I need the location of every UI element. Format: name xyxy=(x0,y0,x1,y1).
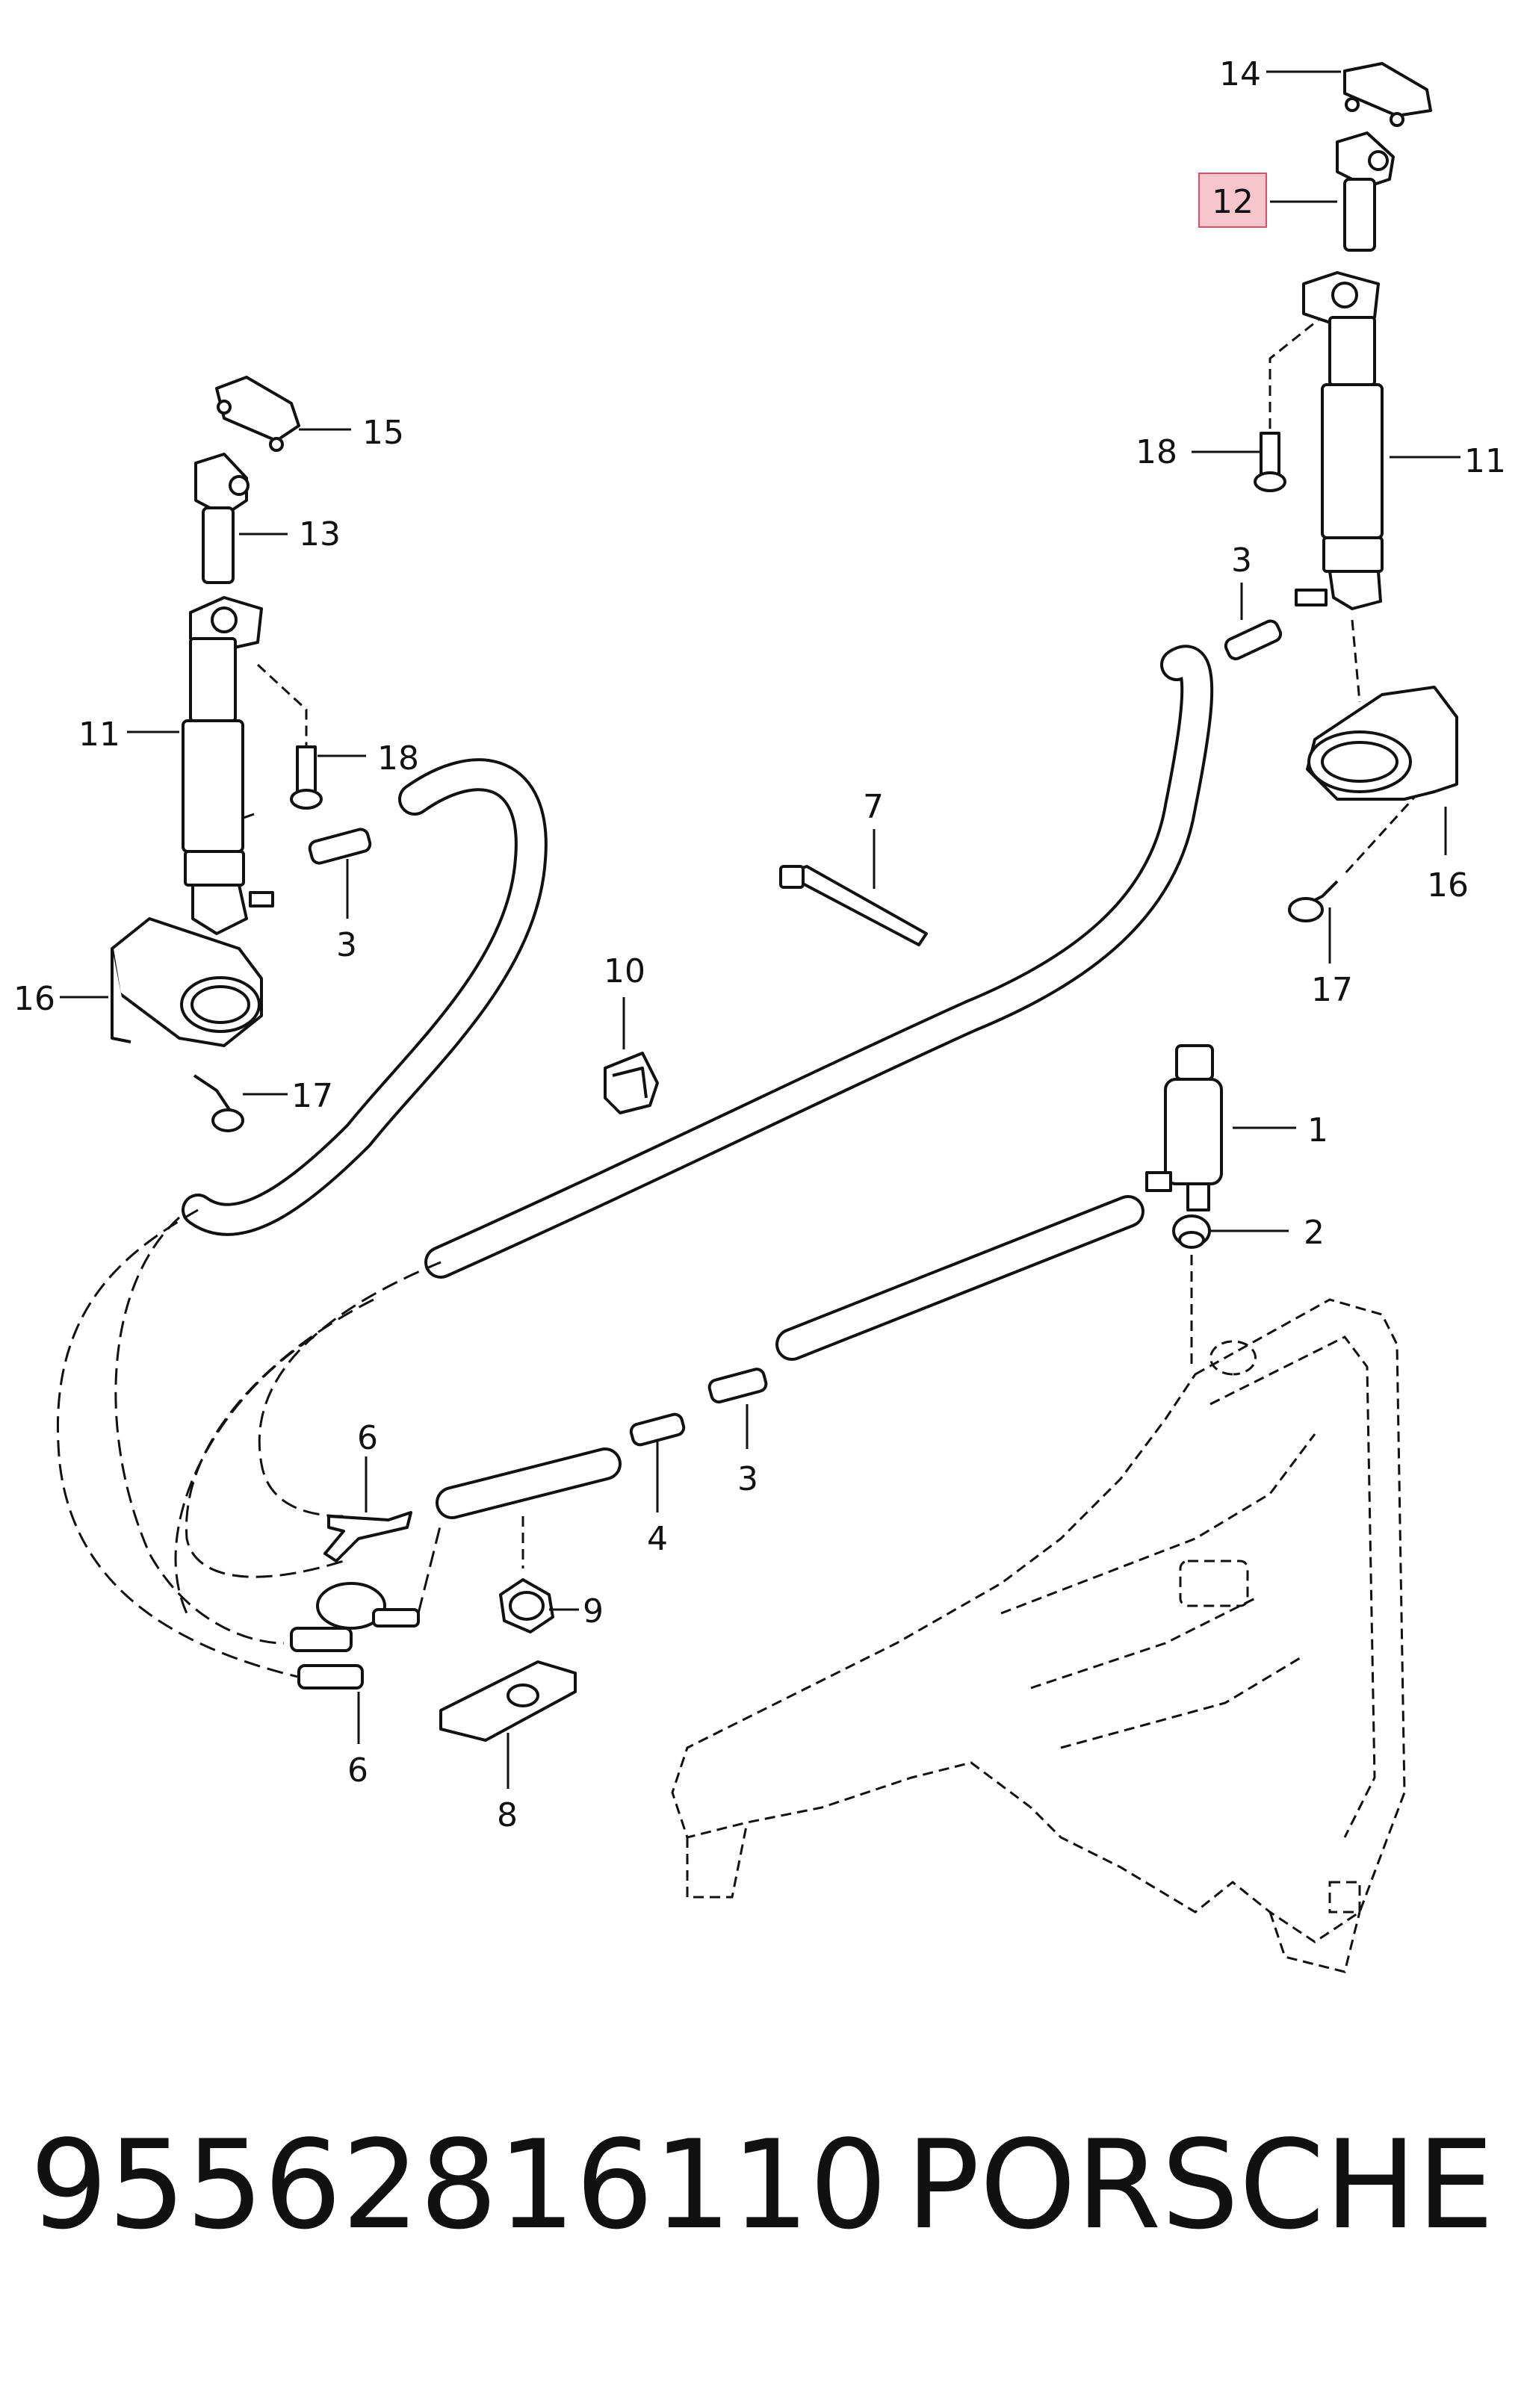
hose-clip-9 xyxy=(499,1578,554,1633)
callout-4: 4 xyxy=(647,1520,668,1558)
callout-7: 7 xyxy=(863,788,884,826)
right-connector-3 xyxy=(1224,619,1283,661)
right-screw-17 xyxy=(1288,880,1339,922)
left-telescopic-cylinder-11 xyxy=(182,596,274,935)
lower-connector-4 xyxy=(629,1412,686,1447)
hose-pump-to-connector xyxy=(775,1195,1144,1361)
callout-3-right: 3 xyxy=(1231,542,1252,580)
hose-left-upper xyxy=(182,758,548,1236)
cable-tie-7 xyxy=(779,865,928,946)
left-nozzle-cap-15 xyxy=(215,376,300,452)
callout-16-left: 16 xyxy=(13,980,55,1018)
callout-6-upper: 6 xyxy=(357,1419,378,1457)
callout-10: 10 xyxy=(604,952,645,990)
caption-bar: 95562816110 PORSCHE xyxy=(30,2114,1494,2256)
callout-17-left: 17 xyxy=(291,1077,333,1115)
right-telescopic-cylinder-11 xyxy=(1295,271,1384,610)
callout-9: 9 xyxy=(583,1592,604,1630)
callout-11-right: 11 xyxy=(1464,442,1506,480)
callout-16-right: 16 xyxy=(1427,866,1469,904)
callout-17-right: 17 xyxy=(1311,971,1353,1009)
hose-lower-to-clip xyxy=(436,1447,622,1519)
left-bracket-16 xyxy=(111,917,263,1047)
left-screw-17 xyxy=(193,1074,244,1132)
callout-11-left: 11 xyxy=(78,716,120,754)
washer-pump-1 xyxy=(1145,1044,1223,1211)
y-connector-6 xyxy=(323,1511,412,1563)
left-spray-nozzle-13 xyxy=(194,453,250,584)
leader-lines xyxy=(60,70,1460,1789)
callout-6-lower: 6 xyxy=(347,1751,368,1790)
bracket-8 xyxy=(439,1660,577,1742)
right-bracket-16 xyxy=(1306,686,1458,801)
callout-1: 1 xyxy=(1307,1111,1328,1149)
left-connector-3 xyxy=(308,828,372,865)
callout-13: 13 xyxy=(299,515,341,553)
right-nozzle-cap-14 xyxy=(1343,62,1432,127)
right-spray-nozzle-12 xyxy=(1336,131,1395,252)
callout-14: 14 xyxy=(1219,55,1261,93)
callout-2: 2 xyxy=(1304,1214,1325,1252)
hose-clip-10 xyxy=(604,1052,659,1114)
left-bolt-18 xyxy=(290,745,323,810)
callout-8: 8 xyxy=(497,1796,518,1834)
washer-reservoir-outline xyxy=(671,1298,1406,1973)
callout-15: 15 xyxy=(362,414,404,452)
part-number: 95562816110 xyxy=(30,2113,888,2256)
callout-18-left: 18 xyxy=(377,739,419,778)
right-bolt-18 xyxy=(1254,432,1286,492)
brand-name: PORSCHE xyxy=(905,2113,1495,2256)
grommet-2 xyxy=(1172,1214,1211,1249)
callout-3-lower: 3 xyxy=(737,1460,758,1498)
lower-connector-3 xyxy=(707,1368,768,1404)
hose-right-long xyxy=(424,645,1214,1279)
callout-12: 12 xyxy=(1212,183,1254,221)
check-valve-6 xyxy=(290,1582,420,1689)
callout-labels: 14 12 11 18 3 16 17 15 13 11 18 3 16 17 … xyxy=(13,55,1506,1834)
highlight-box-part-12 xyxy=(1198,173,1267,228)
callout-18-right: 18 xyxy=(1136,433,1177,471)
callout-3-left: 3 xyxy=(336,926,357,964)
